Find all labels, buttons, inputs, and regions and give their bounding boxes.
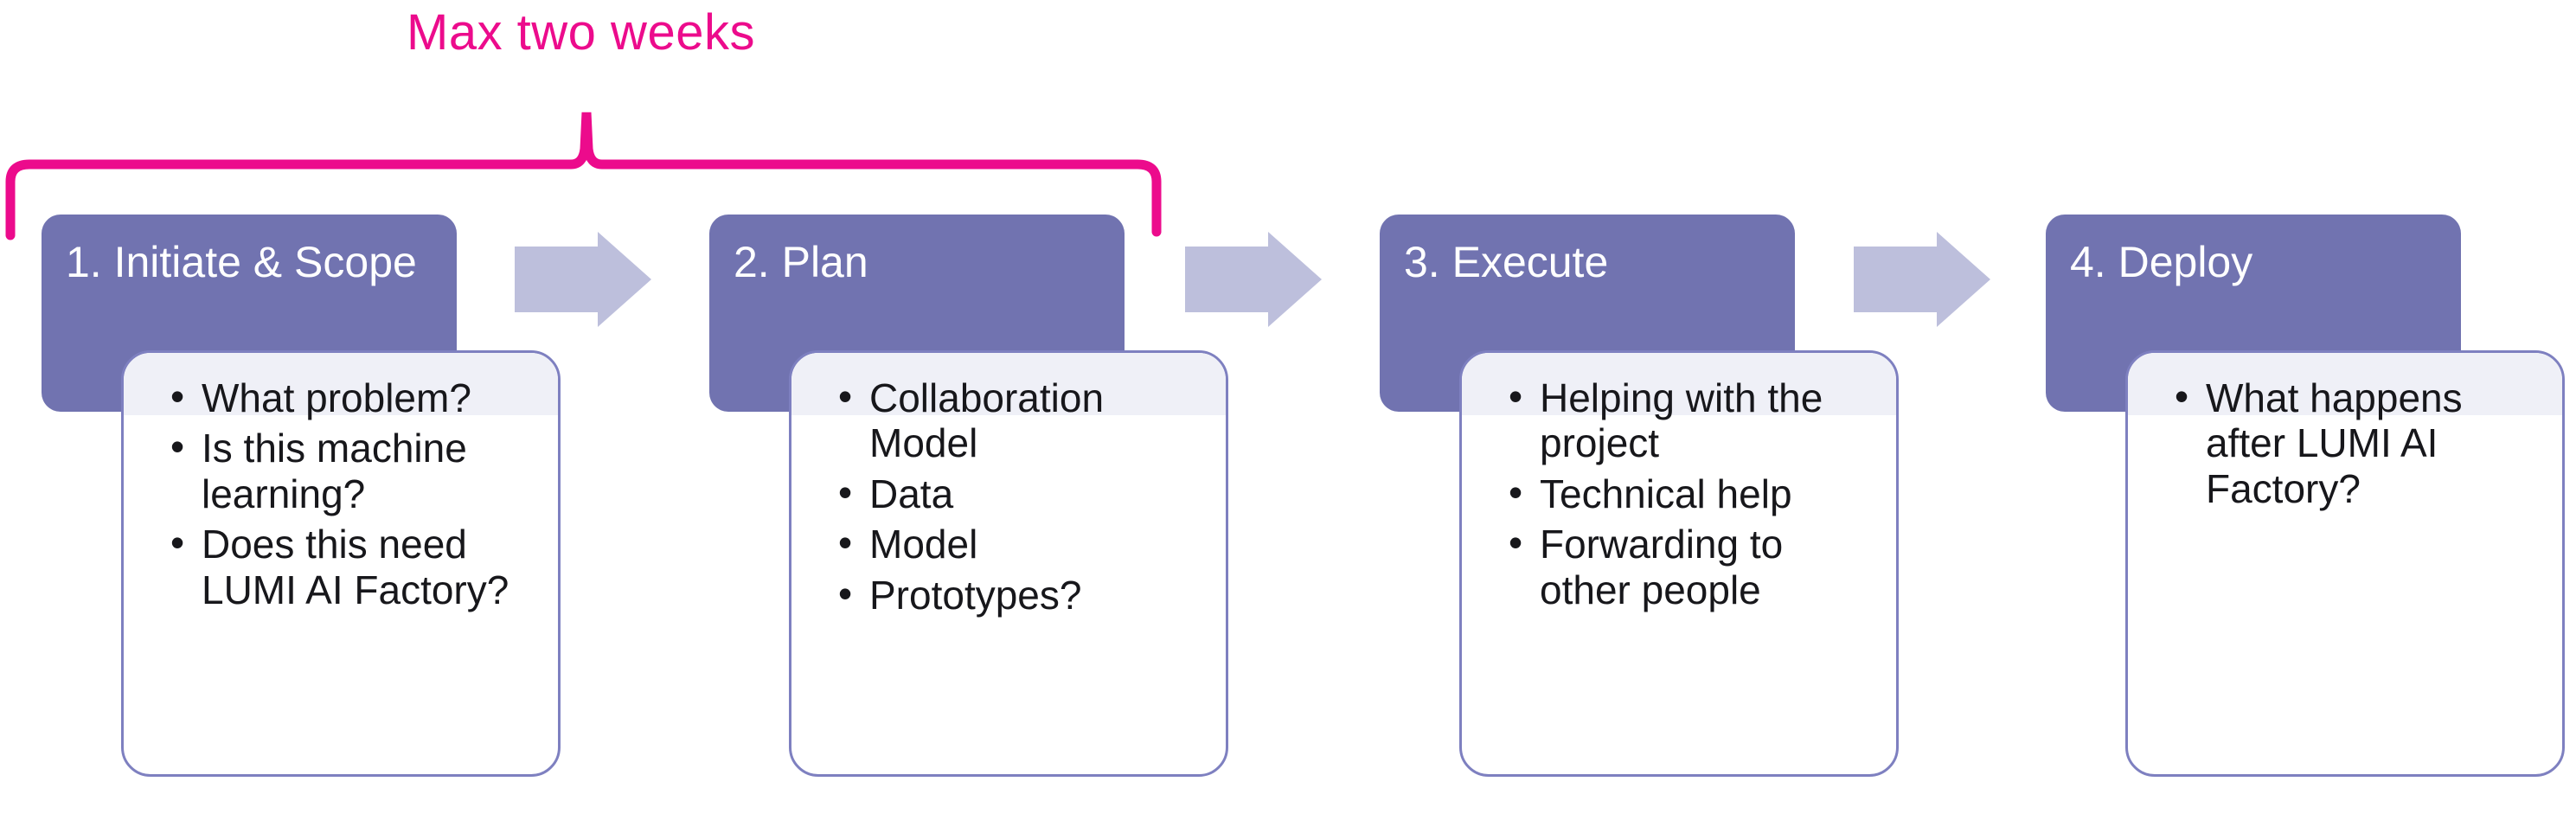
stage-3-bullet-list: Helping with the project Technical help … — [1462, 353, 1896, 612]
stage-2-card: Collaboration Model Data Model Prototype… — [789, 350, 1228, 777]
stage-2-bullet-list: Collaboration Model Data Model Prototype… — [791, 353, 1226, 618]
stage-4-bullet-list: What happens after LUMI AI Factory? — [2128, 353, 2562, 511]
stage-3-title: 3. Execute — [1404, 238, 1609, 286]
stage-1-title: 1. Initiate & Scope — [66, 238, 417, 286]
list-item: Model — [838, 520, 1196, 567]
list-item: Is this machine learning? — [170, 424, 529, 516]
list-item: Technical help — [1509, 470, 1867, 516]
list-item: What problem? — [170, 374, 529, 420]
stage-4-card: What happens after LUMI AI Factory? — [2125, 350, 2565, 777]
stage-3-card: Helping with the project Technical help … — [1459, 350, 1899, 777]
stage-1-bullet-list: What problem? Is this machine learning? … — [124, 353, 558, 612]
list-item: What happens after LUMI AI Factory? — [2175, 374, 2533, 511]
list-item: Prototypes? — [838, 571, 1196, 618]
list-item: Collaboration Model — [838, 374, 1196, 466]
arrow-stage-2-to-3 — [1185, 232, 1322, 327]
arrow-stage-1-to-2 — [515, 232, 651, 327]
brace-annotation-label: Max two weeks — [407, 4, 755, 61]
stage-4-title: 4. Deploy — [2070, 238, 2253, 286]
stage-1-card: What problem? Is this machine learning? … — [121, 350, 561, 777]
brace-bracket-icon — [5, 112, 1162, 240]
list-item: Helping with the project — [1509, 374, 1867, 466]
list-item: Data — [838, 470, 1196, 516]
stage-2-title: 2. Plan — [734, 238, 868, 286]
list-item: Forwarding to other people — [1509, 520, 1867, 612]
arrow-stage-3-to-4 — [1854, 232, 1990, 327]
list-item: Does this need LUMI AI Factory? — [170, 520, 529, 612]
